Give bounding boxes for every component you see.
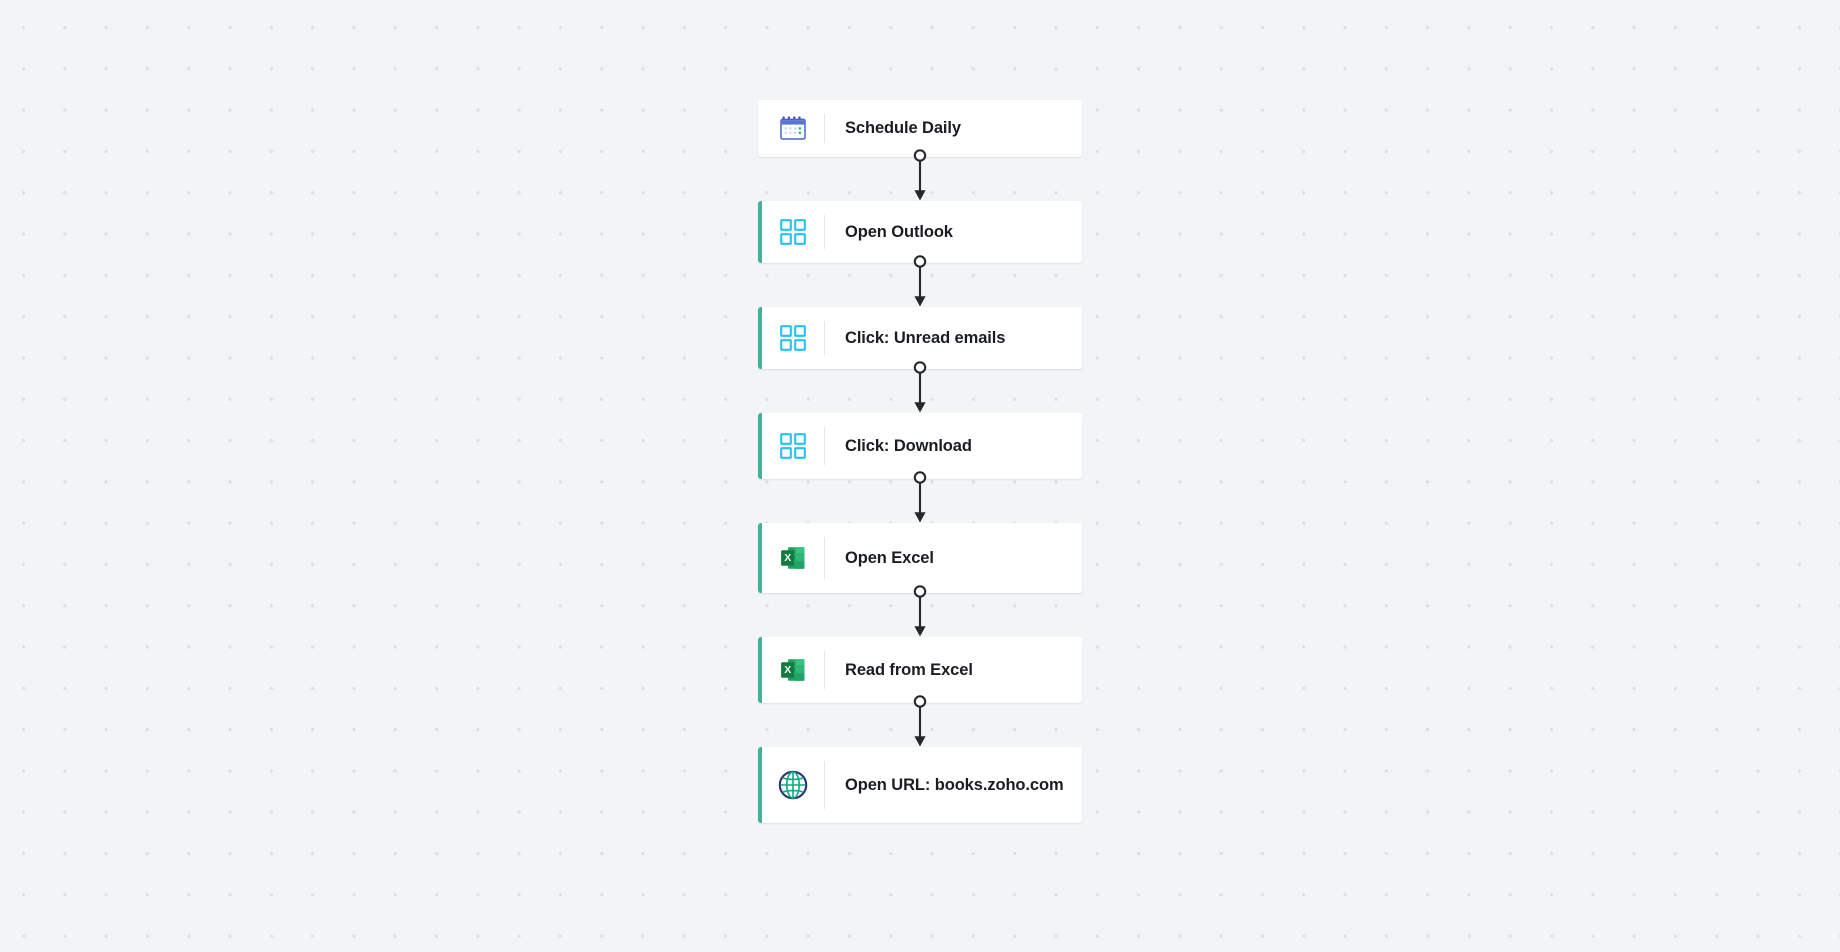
workflow-flowchart: Schedule Daily Open Outlook Click: Unrea…: [758, 100, 1082, 823]
node-icon-cell: [758, 432, 824, 460]
flow-connector: [913, 361, 927, 413]
workflow-node[interactable]: X Open Excel: [758, 523, 1082, 593]
node-divider: [824, 215, 825, 249]
workflow-node[interactable]: Open Outlook: [758, 201, 1082, 263]
node-label: Open URL: books.zoho.com: [845, 775, 1064, 794]
four-squares-icon: [780, 325, 806, 351]
flow-connector-wrap: [758, 695, 1082, 747]
flow-connector-wrap: [758, 149, 1082, 201]
node-divider: [824, 537, 825, 579]
node-icon-cell: [758, 218, 824, 246]
node-accent-bar: [758, 637, 762, 703]
excel-icon: X: [781, 547, 805, 569]
node-label: Click: Unread emails: [845, 328, 1006, 347]
workflow-node[interactable]: Click: Unread emails: [758, 307, 1082, 369]
node-label: Read from Excel: [845, 660, 973, 679]
four-squares-icon: [780, 433, 806, 459]
workflow-node[interactable]: Schedule Daily: [758, 100, 1082, 157]
flow-connector: [913, 585, 927, 637]
node-label: Open Outlook: [845, 222, 953, 241]
workflow-node[interactable]: Open URL: books.zoho.com: [758, 747, 1082, 823]
excel-icon: X: [781, 659, 805, 681]
four-squares-icon: [780, 219, 806, 245]
flow-connector: [913, 471, 927, 523]
flow-connector-wrap: [758, 361, 1082, 413]
node-accent-bar: [758, 413, 762, 479]
node-label: Open Excel: [845, 548, 934, 567]
node-accent-bar: [758, 201, 762, 263]
flow-connector: [913, 149, 927, 201]
node-label: Schedule Daily: [845, 119, 961, 137]
flow-connector-wrap: [758, 585, 1082, 637]
calendar-icon: [780, 116, 806, 140]
flow-connector-wrap: [758, 255, 1082, 307]
node-icon-cell: X: [758, 543, 824, 573]
node-label: Click: Download: [845, 436, 972, 455]
workflow-node[interactable]: Click: Download: [758, 413, 1082, 479]
node-divider: [824, 114, 825, 143]
node-accent-bar: [758, 747, 762, 823]
node-divider: [824, 427, 825, 465]
flow-connector: [913, 695, 927, 747]
node-divider: [824, 651, 825, 689]
svg-text:X: X: [784, 552, 791, 564]
globe-icon: [778, 770, 808, 800]
workflow-node[interactable]: X Read from Excel: [758, 637, 1082, 703]
node-accent-bar: [758, 523, 762, 593]
node-icon-cell: [758, 769, 824, 801]
svg-text:X: X: [784, 664, 791, 676]
node-divider: [824, 761, 825, 809]
node-icon-cell: [758, 324, 824, 352]
node-icon-cell: X: [758, 655, 824, 685]
node-accent-bar: [758, 307, 762, 369]
flow-connector-wrap: [758, 471, 1082, 523]
node-divider: [824, 321, 825, 355]
flow-connector: [913, 255, 927, 307]
node-icon-cell: [758, 114, 824, 144]
